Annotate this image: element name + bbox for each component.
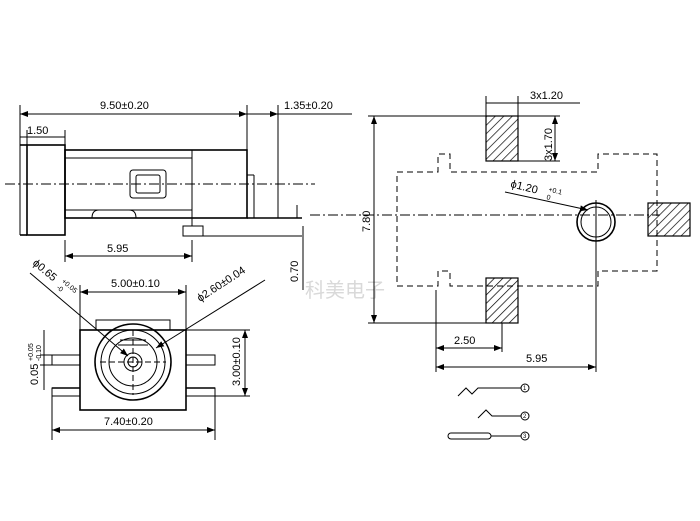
dim-width-top: 5.00±0.10 <box>111 278 160 290</box>
pin-1-marker <box>520 383 530 393</box>
pin-schematic: 1 2 3 <box>447 383 530 441</box>
front-left-tab <box>51 387 81 397</box>
pin-2-contact <box>477 409 521 419</box>
dim-tab-offset: 1.35±0.20 <box>284 100 333 112</box>
dim-pad-offset: 2.50 <box>454 335 475 347</box>
pad-bottom <box>485 277 519 324</box>
pin-3-marker <box>520 431 530 441</box>
dim-mount-hole-tol-lower: 0 <box>546 194 552 202</box>
dim-right-height: 3.00±0.10 <box>231 337 243 386</box>
dim-pin-diameter: ϕ2.60±0.04 <box>195 264 248 304</box>
side-view: 9.50±0.20 1.35±0.20 1.50 5.95 0.70 <box>5 100 352 290</box>
front-view: 5.00±0.10 ϕ0.65 +0.05 -0 ϕ2.60±0.04 0.05… <box>28 257 266 440</box>
pad-right <box>647 202 691 237</box>
dim-total-height: 7.80 <box>361 211 373 232</box>
pin-3-label: 3 <box>523 434 527 440</box>
dim-pin-offset: 5.95 <box>526 353 547 365</box>
pin-1-contact <box>457 387 521 397</box>
dim-body-to-pin: 5.95 <box>107 243 128 255</box>
dim-hole-tol-lower: -0 <box>55 284 64 293</box>
dim-hole-diameter: ϕ0.65 <box>30 257 59 284</box>
dim-height: 0.70 <box>289 261 301 282</box>
dim-left-tol-lower: -0.10 <box>36 345 43 361</box>
side-front-flange <box>26 144 66 236</box>
side-window <box>129 169 167 199</box>
dim-left-height: 0.05 <box>29 364 41 385</box>
dim-pad-size-h: 3x1.70 <box>543 128 555 161</box>
dim-front-length: 1.50 <box>27 125 48 137</box>
pin-2-label: 2 <box>523 414 527 420</box>
pin-2-marker <box>520 411 530 421</box>
dim-bottom-width: 7.40±0.20 <box>104 416 153 428</box>
dim-pad-size-w: 3x1.20 <box>530 90 563 102</box>
dim-overall-length: 9.50±0.20 <box>100 100 149 112</box>
pad-top <box>485 115 519 162</box>
pin-1-label: 1 <box>523 386 527 392</box>
front-outer-ring <box>94 323 172 401</box>
watermark: 科美电子 <box>305 278 385 302</box>
side-bottom-pin <box>182 225 204 237</box>
dim-left-tol-upper: +0.05 <box>28 343 35 361</box>
front-right-tab <box>185 387 216 397</box>
footprint-view: 3x1.20 3x1.70 7.80 ϕ1.20 +0.1 0 2.50 5.9… <box>310 90 691 372</box>
dim-mount-hole-tol-upper: +0.1 <box>548 186 563 196</box>
pin-3-contact <box>447 432 492 440</box>
